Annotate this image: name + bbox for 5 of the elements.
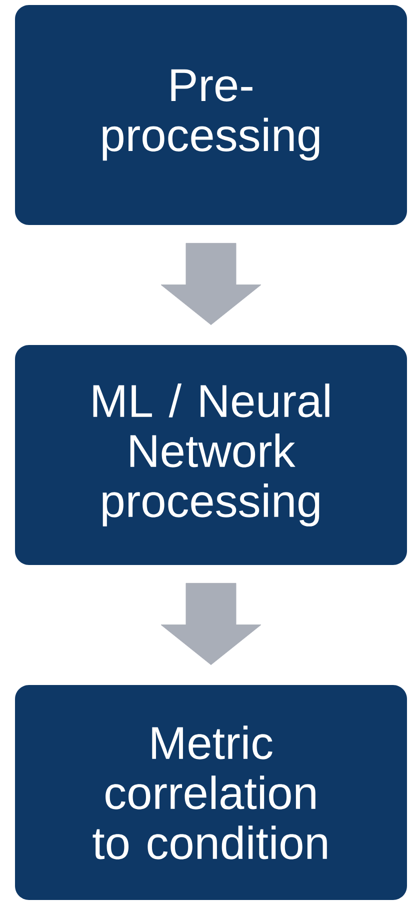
process-box: ML / Neural Network processing	[15, 345, 407, 565]
block-arrow	[160, 582, 262, 666]
process-box: Metric correlation to condition	[15, 685, 407, 900]
process-box: Pre- processing	[15, 5, 407, 225]
block-arrow	[160, 242, 262, 326]
